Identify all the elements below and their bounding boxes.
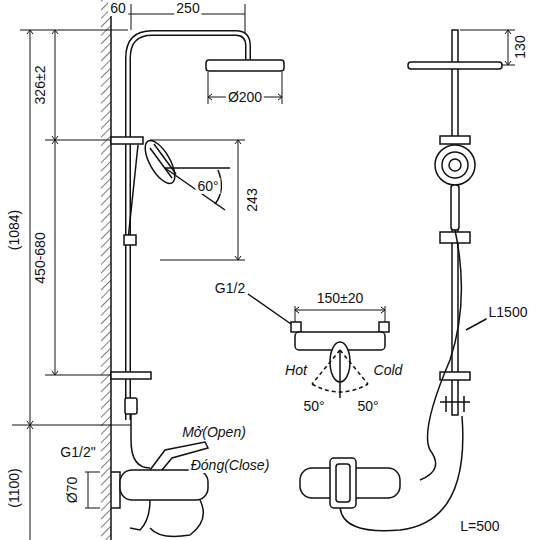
dimension-lines-part <box>295 307 385 313</box>
thread-label: G1/2 <box>213 280 247 296</box>
hot-label: Hot <box>283 362 309 378</box>
dimension-label: Ø70 <box>64 475 80 505</box>
side-view-shower-part <box>111 472 120 508</box>
close-label: Đóng(Close) <box>189 457 272 473</box>
front-view-shower-part <box>420 230 461 480</box>
mixer-top-view-part <box>291 322 301 332</box>
front-view-shower-part <box>442 152 468 178</box>
mixer-top-view-part <box>248 294 291 324</box>
dimension-lines-part <box>150 140 245 141</box>
dimension-lines-part <box>85 472 100 473</box>
dimension-label: 250 <box>174 0 201 16</box>
angle-label: 50° <box>301 398 326 414</box>
dimension-lines-part <box>27 30 58 429</box>
side-view-shower-part <box>130 500 150 530</box>
dimension-lines-part <box>88 472 89 508</box>
side-view-shower-part <box>139 136 180 188</box>
side-view-shower-part <box>131 414 150 468</box>
front-view-shower-part <box>466 318 488 330</box>
dimension-label: 450-680 <box>32 230 48 285</box>
open-label: Mở(Open) <box>180 424 248 440</box>
dimension-lines-part <box>208 72 209 104</box>
dimension-lines-part <box>385 306 386 322</box>
front-view-shower-part <box>440 136 470 144</box>
dimension-lines-part <box>295 306 296 322</box>
front-view-shower-part <box>449 159 461 171</box>
mixer-top-view-part <box>379 322 389 332</box>
mixer-top-view <box>248 294 389 398</box>
front-view-shower-part <box>440 396 470 412</box>
dimension-lines-part <box>85 508 100 509</box>
hose-label: L1500 <box>487 304 530 320</box>
side-view-shower-part <box>120 470 208 500</box>
dimension-label: (1084) <box>6 208 22 252</box>
dimension-label: 60 <box>108 0 128 16</box>
side-view-shower-part <box>150 500 203 536</box>
dimension-lines-part <box>131 4 132 30</box>
front-view-shower-part <box>408 62 502 69</box>
front-view-shower-part <box>330 458 356 508</box>
side-view-shower-part <box>111 372 151 379</box>
side-view-shower-part <box>125 398 137 414</box>
dimension-lines <box>12 4 515 540</box>
dimension-label: 243 <box>244 186 260 213</box>
side-view-shower-part <box>111 137 143 144</box>
front-view-shower-part <box>452 30 458 415</box>
dimension-label: 326±2 <box>32 64 48 107</box>
dimension-lines-part <box>508 30 509 65</box>
front-view-shower <box>300 30 502 531</box>
front-view-shower-part <box>451 185 459 230</box>
side-view-shower-part <box>165 167 230 169</box>
dimension-label: (1100) <box>6 466 22 509</box>
cold-label: Cold <box>372 362 405 378</box>
dimension-lines-part <box>55 30 56 375</box>
dimension-lines-part <box>235 140 241 260</box>
dimension-lines-part <box>505 30 511 65</box>
angle-label: 50° <box>355 398 380 414</box>
dimension-lines-part <box>282 72 283 104</box>
dimension-label: 150±20 <box>315 290 366 306</box>
dimension-lines-part <box>245 4 246 35</box>
dimension-label: Ø200 <box>226 89 264 105</box>
side-view-shower-part <box>124 235 136 245</box>
dimension-lines-part <box>238 140 239 260</box>
front-view-shower-part <box>336 464 350 502</box>
side-view-shower-part <box>206 60 284 71</box>
dimension-lines-part <box>160 260 245 261</box>
wall-part <box>110 0 112 540</box>
dimension-lines-part <box>460 30 515 31</box>
front-view-shower-part <box>435 145 475 185</box>
side-view-shower <box>111 33 284 536</box>
angle-label: 60° <box>195 178 220 194</box>
dimension-label: 130 <box>512 33 528 60</box>
dimension-lines-part <box>30 30 31 425</box>
mixer-top-view-part <box>339 350 341 398</box>
thread-label: G1/2" <box>58 444 97 460</box>
hose-label: L=500 <box>458 518 501 534</box>
side-view-shower-part <box>165 168 225 210</box>
dimension-lines-part <box>20 30 128 31</box>
side-view-shower-part <box>128 145 138 240</box>
dimension-lines-part <box>295 310 385 311</box>
wall <box>101 0 111 540</box>
dimension-lines-part <box>30 425 31 540</box>
wall-part <box>101 0 111 540</box>
